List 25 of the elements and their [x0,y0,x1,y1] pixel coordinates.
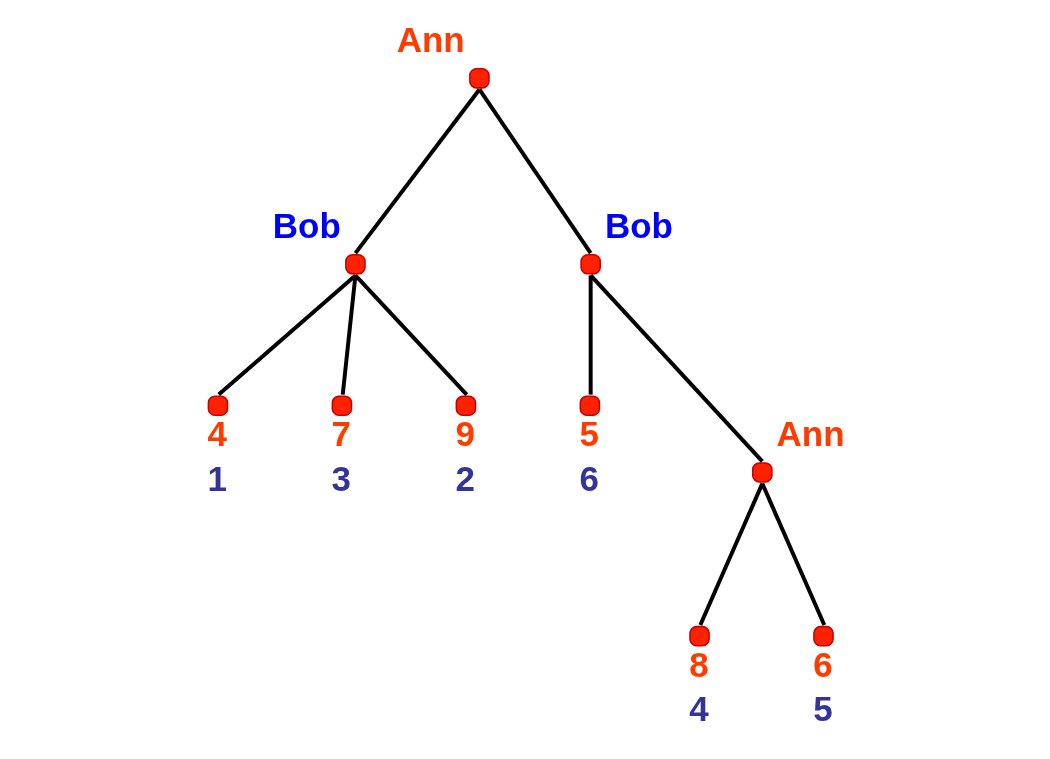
node-label: 7 [331,414,351,454]
node-label: Ann [396,20,465,60]
node-label: 2 [455,458,475,498]
node-label: 6 [812,644,833,684]
node-label: Bob [604,206,673,246]
node-label: 8 [688,644,709,684]
connector [588,275,593,395]
connector [353,274,468,396]
connector [340,275,357,395]
node-label: 3 [331,458,351,498]
node-label: Bob [272,206,341,246]
connector [698,482,764,626]
connector [353,88,481,255]
connector [760,482,826,626]
node-label: 1 [207,458,227,498]
node-label: 6 [579,458,599,498]
connector [588,274,764,463]
connector [477,88,592,255]
node-label: 5 [579,414,599,454]
node-label: 4 [207,414,227,454]
connector [216,273,357,397]
node-label: Ann [776,414,845,454]
node-label: 4 [688,689,709,729]
node-label: 5 [812,689,833,729]
node-label: 9 [455,414,475,454]
